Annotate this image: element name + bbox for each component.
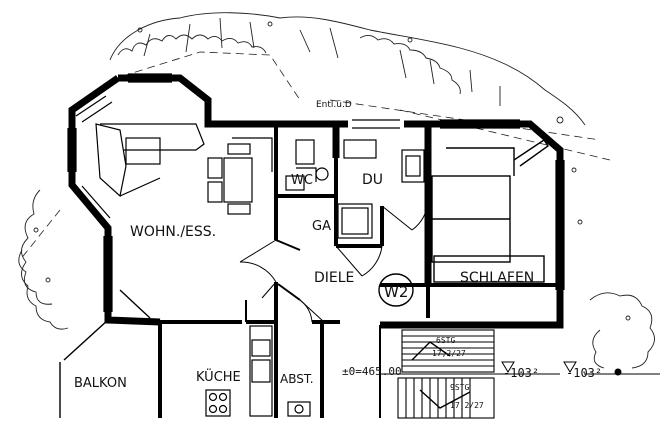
room-label-wohn-ess: WOHN./ESS.	[130, 224, 216, 240]
stair-upper-ratio: 17,2/27	[432, 349, 466, 358]
bath-fixtures	[337, 139, 425, 239]
unit-marker-circle	[378, 273, 414, 307]
level-right-2: -103²	[566, 366, 602, 380]
living-furniture	[95, 123, 273, 215]
room-label-balkon: BALKON	[74, 376, 127, 391]
balcony-outline	[59, 289, 161, 418]
room-label-schlafen: SCHLAFEN	[460, 270, 534, 286]
windows	[67, 73, 565, 312]
room-label-du: DU	[362, 172, 383, 188]
interior-walls	[158, 124, 560, 418]
room-label-abst: ABST.	[280, 372, 314, 386]
tree-canopy-drawing	[18, 12, 655, 369]
ventilation-note: Entl.ü.D	[316, 100, 352, 110]
wc-fixtures	[285, 139, 329, 191]
room-label-ga: GA	[312, 219, 331, 234]
room-label-diele: DIELE	[314, 270, 354, 286]
floor-level-note: ±0=465.00	[342, 365, 402, 378]
thin-partitions	[245, 124, 429, 418]
room-label-wc: WC	[291, 173, 313, 188]
level-markers	[501, 361, 660, 376]
doors	[239, 123, 549, 323]
stair-upper-steps: 6STG	[436, 336, 455, 345]
stair-lower-steps: 9STG	[450, 383, 469, 392]
staircase	[380, 329, 560, 419]
kitchen-fixtures	[205, 325, 311, 417]
bedroom-furniture	[431, 139, 549, 283]
room-label-kueche: KÜCHE	[196, 368, 241, 385]
level-right-1: -103²	[503, 366, 539, 380]
stair-lower-ratio: 17,2/27	[450, 401, 484, 410]
unit-label: W2	[384, 283, 408, 301]
exterior-walls	[68, 74, 564, 329]
